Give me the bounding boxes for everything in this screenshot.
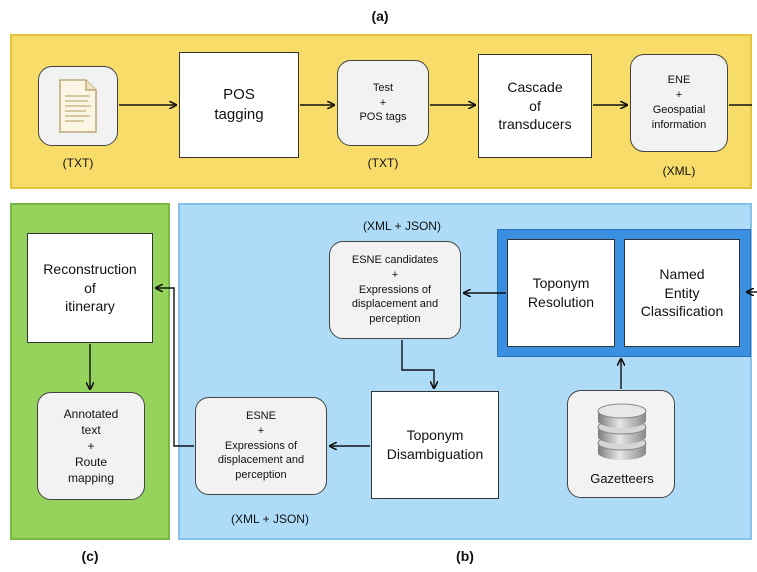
database-icon xyxy=(597,403,647,460)
test-pos-tags-box: Test + POS tags xyxy=(337,60,429,146)
ene-geospatial-box: ENE + Geospatial information xyxy=(630,54,728,152)
gazetteers-node: Gazetteers xyxy=(567,390,675,498)
cascade-transducers-box: Cascade of transducers xyxy=(478,54,592,158)
esne-box: ESNE + Expressions of displacement and p… xyxy=(195,397,327,495)
esne-candidates-box: ESNE candidates + Expressions of displac… xyxy=(329,241,461,339)
reconstruction-itinerary-box: Reconstruction of itinerary xyxy=(27,233,153,343)
txt-label-input: (TXT) xyxy=(62,156,94,170)
toponym-disambiguation-box: Toponym Disambiguation xyxy=(371,391,499,499)
arrow-esne-to-reconstruction xyxy=(156,288,194,447)
toponym-resolution-box: Toponym Resolution xyxy=(507,239,615,347)
annotated-text-box: Annotated text + Route mapping xyxy=(37,392,145,500)
xml-label: (XML) xyxy=(662,164,696,178)
panel-b-label: (b) xyxy=(456,548,474,564)
document-node xyxy=(38,66,118,146)
gazetteers-label: Gazetteers xyxy=(590,471,654,486)
named-entity-classification-box: Named Entity Classification xyxy=(624,239,740,347)
panel-c-label: (c) xyxy=(81,548,99,564)
arrow-candidates-to-disambiguation xyxy=(401,340,434,388)
xml-json-label-top: (XML + JSON) xyxy=(363,219,441,233)
panel-a-label: (a) xyxy=(371,8,389,24)
txt-label-pos: (TXT) xyxy=(367,156,399,170)
xml-json-label-bottom: (XML + JSON) xyxy=(231,512,309,526)
document-icon xyxy=(59,79,97,133)
pos-tagging-box: POS tagging xyxy=(179,52,299,158)
